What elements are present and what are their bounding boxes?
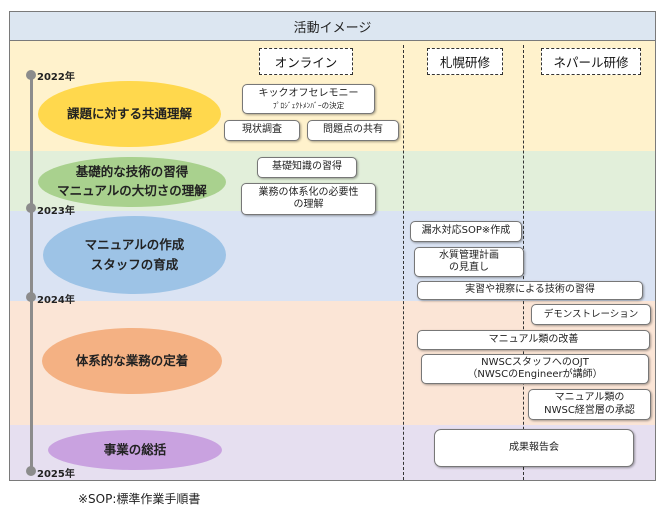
year-label-2022: 2022年 xyxy=(37,72,75,83)
year-label-2024: 2024年 xyxy=(37,295,75,306)
activity-manual: マニュアル類の改善 xyxy=(417,330,650,350)
activity-kickoff-sub: ﾌﾟﾛｼﾞｪｸﾄﾒﾝﾊﾞｰの決定 xyxy=(272,100,345,110)
activity-ojt-l2: （NWSCのEngineerが講師） xyxy=(467,369,603,380)
timeline-line xyxy=(30,74,33,472)
activity-ojt: NWSCスタッフへのOJT （NWSCのEngineerが講師） xyxy=(421,354,649,384)
activity-demo: デモンストレーション xyxy=(531,304,651,325)
year-label-2025: 2025年 xyxy=(37,469,75,480)
phase-ellipse-3: マニュアルの作成 スタッフの育成 xyxy=(43,216,226,294)
phase-label-3b: スタッフの育成 xyxy=(90,257,179,272)
column-header-sapporo: 札幌研修 xyxy=(427,48,503,75)
activity-report: 成果報告会 xyxy=(434,429,634,467)
column-header-online: オンライン xyxy=(259,48,353,75)
phase-label-5: 事業の総括 xyxy=(103,442,167,457)
activity-systematize-l2: の理解 xyxy=(293,199,324,210)
phase-ellipse-2: 基礎的な技術の習得 マニュアルの大切さの理解 xyxy=(38,157,226,207)
activity-sop: 漏水対応SOP※作成 xyxy=(410,221,522,242)
diagram-title: 活動イメージ xyxy=(9,11,656,41)
activity-share: 問題点の共有 xyxy=(307,120,399,141)
activity-plan: 水質管理計画 の見直し xyxy=(414,247,524,277)
timeline-dot-2025 xyxy=(26,466,36,476)
timeline-dot-2023 xyxy=(26,203,36,213)
phase-label-2a: 基礎的な技術の習得 xyxy=(75,164,189,180)
activity-systematize: 業務の体系化の必要性 の理解 xyxy=(241,183,376,215)
timeline-dot-2024 xyxy=(26,292,36,302)
timeline-dot-2022 xyxy=(26,70,36,80)
activity-kickoff-title: キックオフセレモニー xyxy=(258,88,359,100)
phase-ellipse-5: 事業の総括 xyxy=(48,430,222,470)
activity-survey: 現状調査 xyxy=(224,120,300,141)
year-label-2023: 2023年 xyxy=(37,206,75,217)
phase-label-1: 課題に対する共通理解 xyxy=(66,106,192,121)
activity-ojt-l1: NWSCスタッフへのOJT xyxy=(481,356,589,368)
activity-basic: 基礎知識の習得 xyxy=(257,157,357,178)
activity-plan-l1: 水質管理計画 xyxy=(439,249,499,261)
column-divider-1 xyxy=(403,45,404,480)
activity-kickoff: キックオフセレモニー ﾌﾟﾛｼﾞｪｸﾄﾒﾝﾊﾞｰの決定 xyxy=(242,84,375,114)
phase-ellipse-4: 体系的な業務の定着 xyxy=(42,328,222,394)
footnote: ※SOP:標準作業手順書 xyxy=(78,492,201,506)
phase-ellipse-1: 課題に対する共通理解 xyxy=(38,81,221,147)
phase-label-3a: マニュアルの作成 xyxy=(84,237,185,252)
activity-plan-l2: の見直し xyxy=(449,262,489,273)
activity-approval-l1: マニュアル類の xyxy=(554,392,625,403)
phase-label-2b: マニュアルの大切さの理解 xyxy=(57,183,207,198)
phase-label-4: 体系的な業務の定着 xyxy=(75,353,189,368)
column-header-nepal: ネパール研修 xyxy=(541,48,641,75)
activity-practice: 実習や視察による技術の習得 xyxy=(417,281,643,300)
activity-approval: マニュアル類の NWSC経営層の承認 xyxy=(528,389,651,420)
activity-approval-l2: NWSC経営層の承認 xyxy=(544,404,635,416)
activity-systematize-l1: 業務の体系化の必要性 xyxy=(258,186,359,198)
